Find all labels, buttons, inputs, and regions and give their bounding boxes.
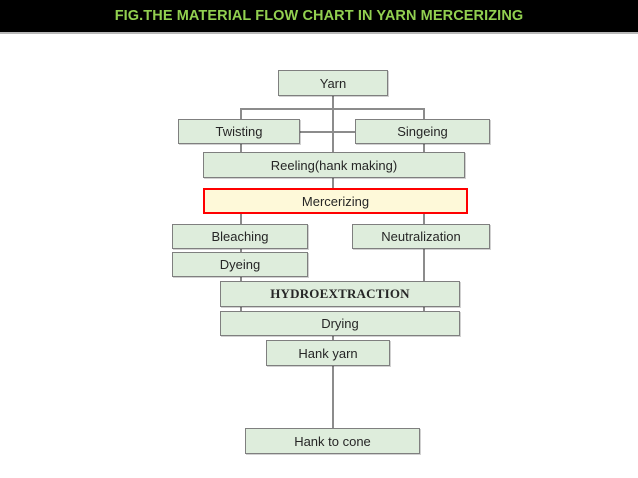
connector-mercerizing-to-bleaching: [240, 214, 242, 224]
header-band: [0, 0, 638, 32]
node-reeling[interactable]: Reeling(hank making): [203, 152, 465, 178]
node-drying[interactable]: Drying: [220, 311, 460, 336]
connector-dyeing-to-hydroextraction: [240, 277, 242, 282]
connector-neutralization-to-hydroextraction: [423, 249, 425, 282]
node-neutralization[interactable]: Neutralization: [352, 224, 490, 249]
connector-hydroextraction-to-drying-left: [240, 307, 242, 312]
header-divider: [0, 32, 638, 34]
node-twisting[interactable]: Twisting: [178, 119, 300, 144]
connector-bus-to-singeing: [423, 108, 425, 120]
node-bleaching[interactable]: Bleaching: [172, 224, 308, 249]
connector-bleaching-to-dyeing: [240, 249, 242, 253]
node-mercerizing[interactable]: Mercerizing: [203, 188, 468, 214]
connector-mercerizing-to-neutralization: [423, 214, 425, 224]
connector-drying-to-hank-yarn: [332, 336, 334, 341]
connector-yarn-down: [332, 96, 334, 112]
page-title: FIG.THE MATERIAL FLOW CHART IN YARN MERC…: [114, 8, 524, 24]
connector-hank-yarn-to-hank-to-cone: [332, 366, 334, 429]
node-hank-to-cone[interactable]: Hank to cone: [245, 428, 420, 454]
connector-hydroextraction-to-drying-right: [423, 307, 425, 312]
flowchart-canvas: Yarn Twisting Singeing Reeling(hank maki…: [0, 34, 638, 478]
connector-twisting-to-reeling: [240, 144, 242, 154]
connector-bus-to-twisting: [240, 108, 242, 120]
node-hank-yarn[interactable]: Hank yarn: [266, 340, 390, 366]
connector-singeing-to-reeling: [423, 144, 425, 154]
node-singeing[interactable]: Singeing: [355, 119, 490, 144]
connector-twisting-singeing: [266, 131, 355, 133]
node-dyeing[interactable]: Dyeing: [172, 252, 308, 277]
connector-reeling-to-mercerizing: [332, 178, 334, 188]
node-yarn[interactable]: Yarn: [278, 70, 388, 96]
node-hydroextraction[interactable]: HYDROEXTRACTION: [220, 281, 460, 307]
